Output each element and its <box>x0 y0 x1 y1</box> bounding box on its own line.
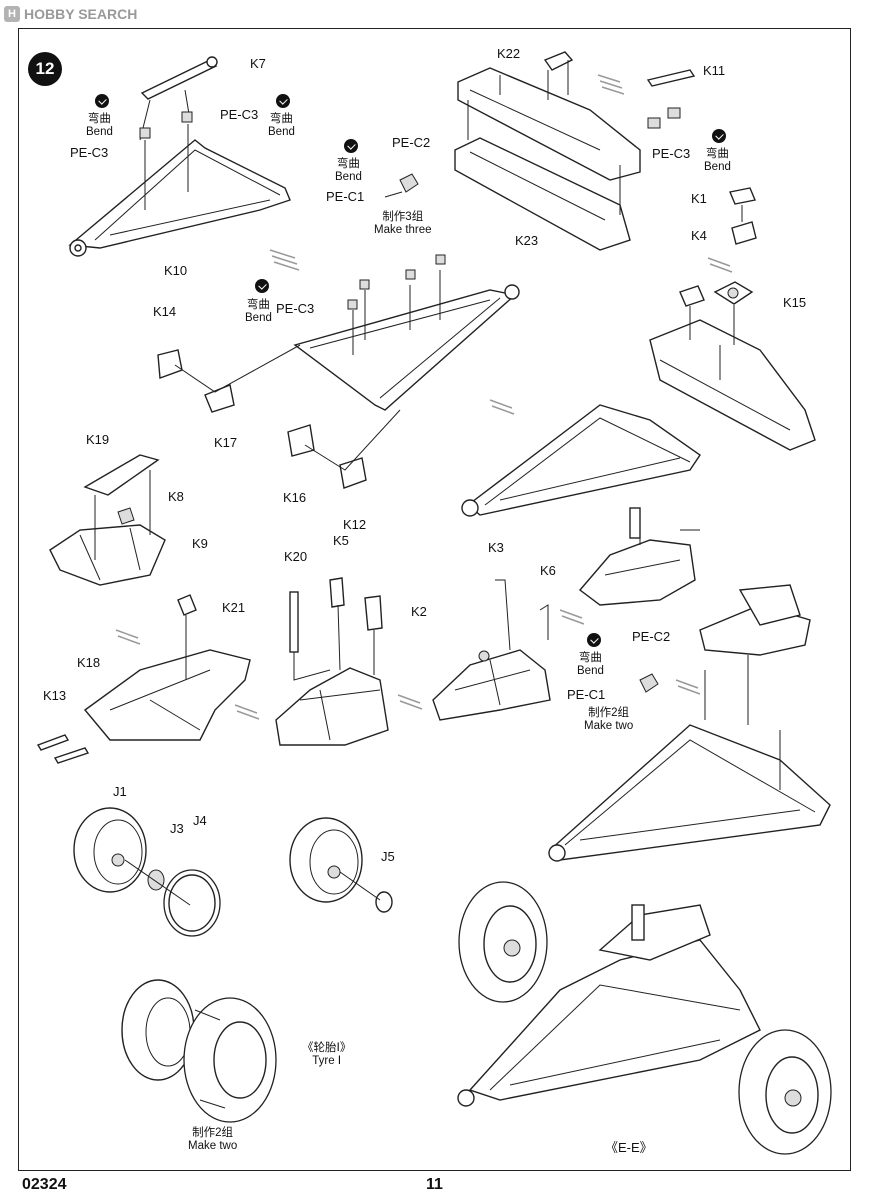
label-pe-c1-a: PE-C1 <box>326 189 365 204</box>
label-k19: K19 <box>86 432 110 447</box>
label-k12: K12 <box>343 517 367 532</box>
label-k8: K8 <box>168 489 184 504</box>
assembly-direction-marks <box>115 74 733 720</box>
label-pe-c1-b: PE-C1 <box>567 687 606 702</box>
k3-k6-drawing <box>432 579 551 721</box>
label-pe-c2-b: PE-C2 <box>632 629 671 644</box>
center-a-frame-drawing <box>157 254 520 489</box>
label-k13: K13 <box>43 688 67 703</box>
label-k17: K17 <box>214 435 238 450</box>
k20-k5-k2-drawing <box>275 577 389 746</box>
logo-mark-icon: H <box>4 6 20 22</box>
wheel-j1-drawing <box>73 807 221 937</box>
label-k21: K21 <box>222 600 246 615</box>
k18-k21-k13-drawing <box>36 594 251 764</box>
bend-symbol-icon <box>712 129 726 143</box>
label-k20: K20 <box>284 549 308 564</box>
label-k23: K23 <box>515 233 539 248</box>
label-k15: K15 <box>783 295 807 310</box>
label-k14: K14 <box>153 304 177 319</box>
bend-symbol-icon <box>276 94 290 108</box>
make-two-note-a: 制作2组 Make two <box>584 707 634 733</box>
label-pe-c3-c: PE-C3 <box>652 146 691 161</box>
site-logo[interactable]: H HOBBY SEARCH <box>4 4 137 24</box>
label-j1: J1 <box>113 784 127 799</box>
label-k11: K11 <box>703 63 726 78</box>
bend-note-6: 弯曲 Bend <box>577 652 604 678</box>
bend-symbol-icon <box>587 633 601 647</box>
bend-symbol-icon <box>95 94 109 108</box>
label-k18: K18 <box>77 655 101 670</box>
label-k9: K9 <box>192 536 208 551</box>
label-k4: K4 <box>691 228 707 243</box>
bend-note-2: 弯曲 Bend <box>268 113 295 139</box>
step-number-badge: 12 <box>28 52 62 86</box>
label-pe-c3-b: PE-C3 <box>70 145 109 160</box>
view-label-e-e: 《E-E》 <box>605 1140 653 1155</box>
k9-k19-k8-drawing <box>49 454 166 586</box>
label-j3: J3 <box>170 821 184 836</box>
label-k22: K22 <box>497 46 521 61</box>
complete-carriage-drawing <box>457 881 832 1155</box>
k10-a-frame-drawing <box>68 56 291 257</box>
label-k3: K3 <box>488 540 504 555</box>
bend-note-1: 弯曲 Bend <box>86 113 113 139</box>
make-two-note-b: 制作2组 Make two <box>188 1127 238 1153</box>
label-pe-c2-a: PE-C2 <box>392 135 431 150</box>
tyre-note: 《轮胎Ⅰ》 Tyre Ⅰ <box>302 1042 352 1068</box>
label-j5: J5 <box>381 849 395 864</box>
label-k1: K1 <box>691 191 707 206</box>
bend-note-5: 弯曲 Bend <box>245 299 272 325</box>
label-k6: K6 <box>540 563 556 578</box>
label-j4: J4 <box>193 813 207 828</box>
k22-k23-beam-drawing <box>454 51 641 251</box>
label-pe-c3-a: PE-C3 <box>220 107 259 122</box>
label-k16: K16 <box>283 490 307 505</box>
label-k2: K2 <box>411 604 427 619</box>
site-logo-text: HOBBY SEARCH <box>24 6 138 22</box>
bend-symbol-icon <box>344 139 358 153</box>
wheel-j5-drawing <box>289 817 393 913</box>
bend-note-4: 弯曲 Bend <box>704 148 731 174</box>
make-three-note: 制作3组 Make three <box>374 211 432 237</box>
bend-note-3: 弯曲 Bend <box>335 158 362 184</box>
product-code: 02324 <box>22 1176 67 1193</box>
label-k5: K5 <box>333 533 349 548</box>
tyre-assembly-drawing <box>121 979 277 1123</box>
large-triangle-assembly-drawing <box>548 584 831 862</box>
upper-carriage-drawing <box>578 507 700 606</box>
pe-c-parts-drawing <box>384 173 419 198</box>
label-pe-c3-d: PE-C3 <box>276 301 315 316</box>
bend-symbol-icon <box>255 279 269 293</box>
label-k7: K7 <box>250 56 266 71</box>
k11-k1-k4-parts-drawing <box>646 69 757 245</box>
right-a-frame-drawing <box>461 281 816 517</box>
label-k10: K10 <box>164 263 188 278</box>
page-number: 11 <box>426 1176 443 1193</box>
diagram-frame <box>18 28 851 1171</box>
